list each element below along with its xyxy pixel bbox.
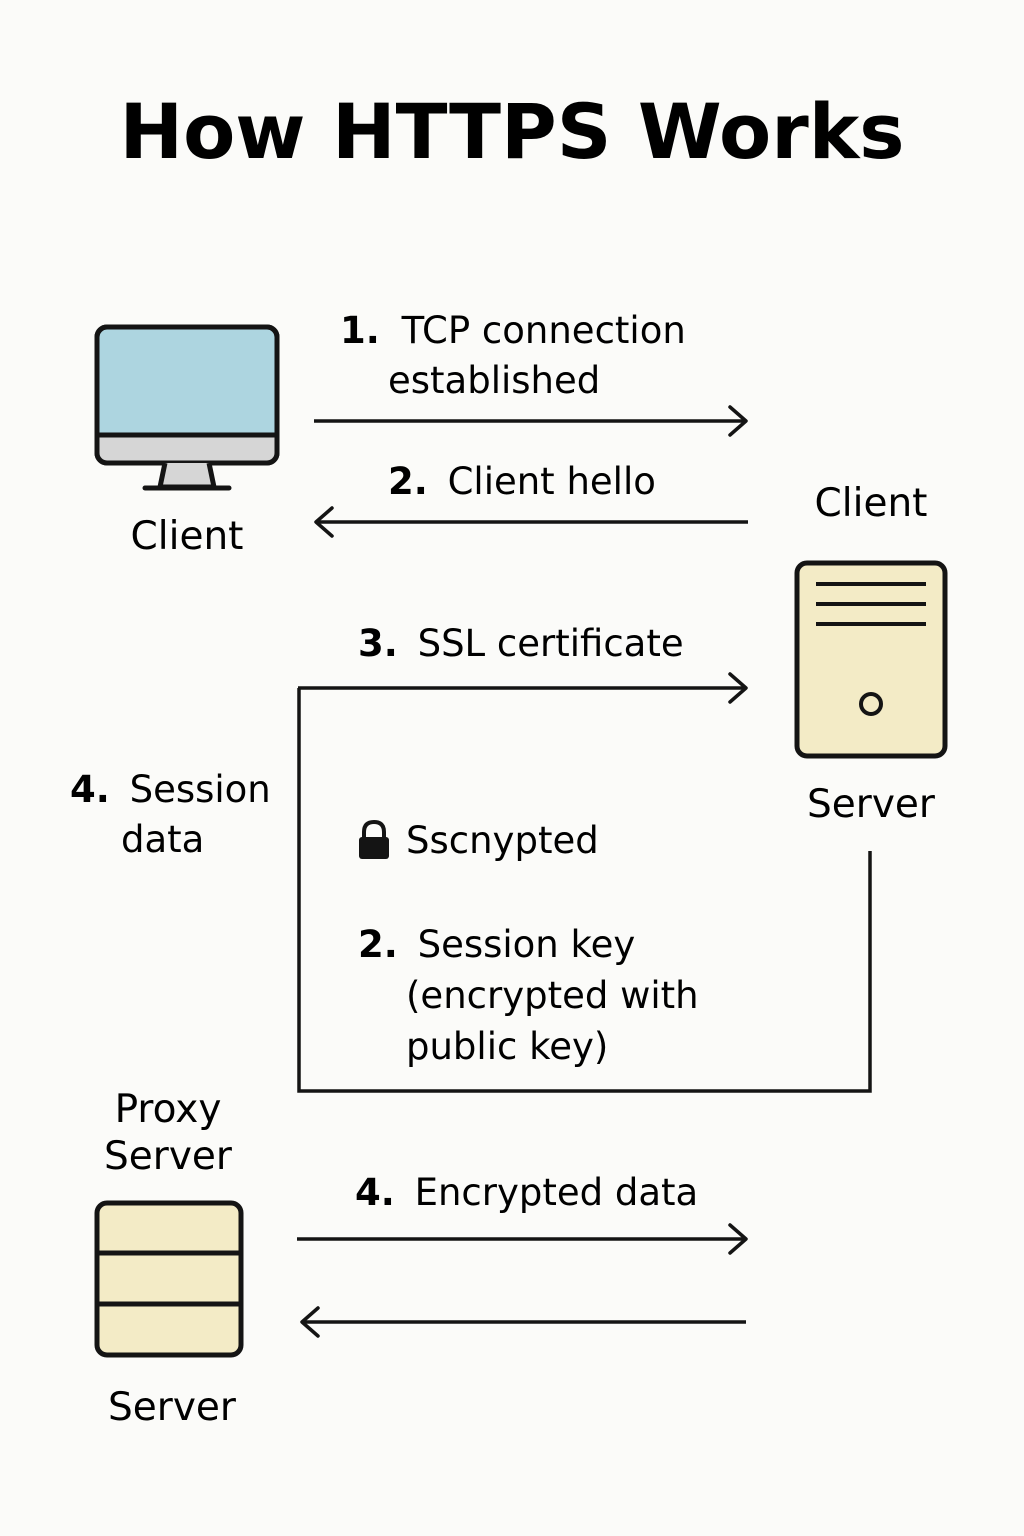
arrow-left-hello: [314, 506, 748, 538]
page-title: How HTTPS Works: [119, 87, 904, 176]
bottom-server-label: Server: [108, 1385, 237, 1430]
server-label: Server: [807, 782, 936, 827]
desktop-monitor-icon: [94, 324, 280, 491]
arrow-right-tcp: [314, 405, 748, 437]
session-key-label-line3: public key): [406, 1025, 608, 1068]
arrow-left-encrypted: [300, 1306, 746, 1338]
server-tower-icon: [794, 560, 948, 759]
step-4-session-label: 4. Session: [70, 768, 271, 811]
padlock-icon: [359, 819, 389, 859]
step-2-label: 2. Client hello: [388, 460, 656, 503]
proxy-server-label-line2: Server: [104, 1134, 233, 1179]
arrow-right-ssl: [298, 672, 748, 704]
step-1-label: 1. TCP connection: [340, 309, 686, 352]
step-3-label: 3. SSL certificate: [358, 622, 684, 665]
encrypted-note: Sscnypted: [406, 819, 599, 862]
server-rack-icon: [94, 1200, 244, 1358]
proxy-server-label: Proxy: [115, 1087, 222, 1132]
step-4-encrypted-label: 4. Encrypted data: [355, 1171, 698, 1214]
step-4-session-label-line2: data: [121, 818, 204, 861]
client-label: Client: [131, 514, 244, 559]
session-key-label-line2: (encrypted with: [406, 974, 699, 1017]
session-loop-connector: [297, 688, 872, 1093]
session-key-label: 2. Session key: [358, 923, 635, 966]
arrow-right-encrypted: [297, 1223, 748, 1255]
step-1-label-line2: established: [388, 359, 600, 402]
client-label-right: Client: [815, 481, 928, 526]
